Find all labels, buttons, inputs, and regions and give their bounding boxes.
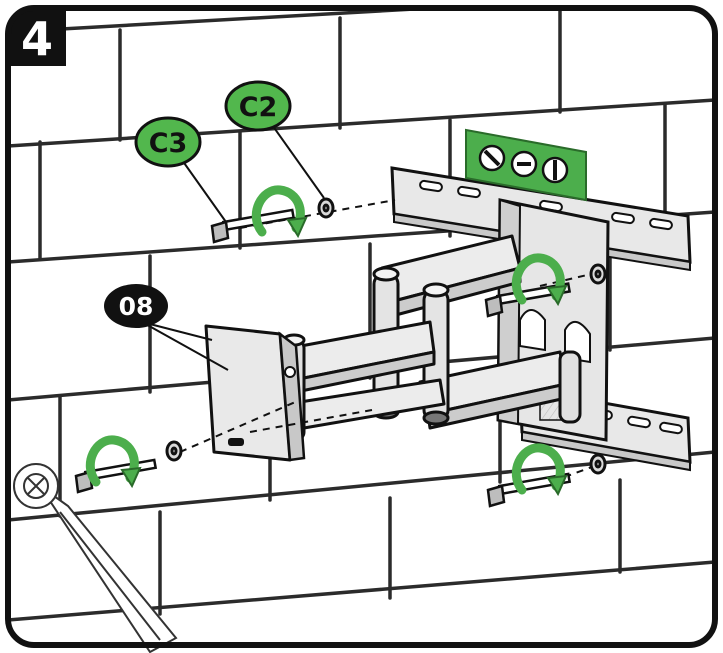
callout-leaders [141, 121, 325, 371]
rotate-arrow-icon [511, 253, 568, 307]
callout-c2: C2 [224, 80, 292, 132]
washer-icon [589, 263, 607, 285]
tv-head-plate-08 [204, 324, 306, 462]
rotate-arrow-icon [511, 443, 568, 497]
callout-c3-label: C3 [149, 128, 188, 159]
panel-frame [5, 5, 718, 648]
step-number: 4 [21, 12, 53, 66]
callout-08: 08 [104, 284, 168, 328]
washer-icon [165, 440, 183, 462]
step-badge: 4 [8, 8, 66, 66]
callout-08-label: 08 [119, 292, 154, 321]
callout-c3: C3 [134, 116, 202, 168]
callout-c2-label: C2 [239, 92, 278, 123]
rotate-arrow-icon [251, 185, 308, 239]
washers [165, 197, 607, 475]
bubble-level-icon [465, 128, 587, 202]
washer-icon [589, 453, 607, 475]
rotation-arrows [85, 185, 568, 497]
ratchet-wrench-icon [13, 463, 178, 653]
washer-icon [317, 197, 335, 219]
rotate-arrow-icon [85, 435, 142, 489]
